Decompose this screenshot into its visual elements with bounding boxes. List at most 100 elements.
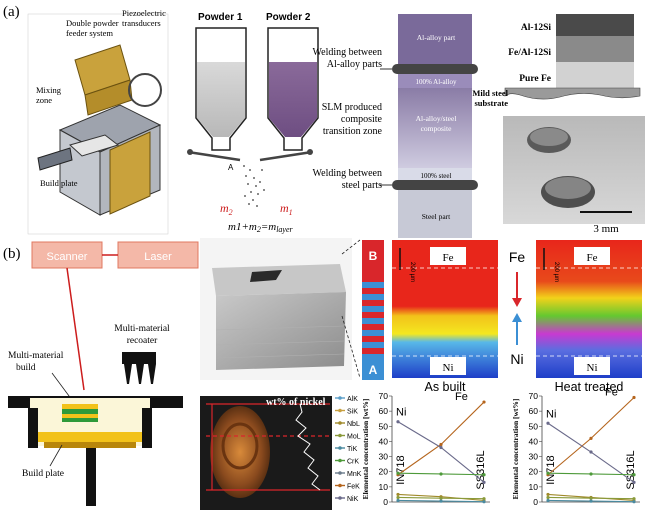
as-built-chart-point [482,400,486,404]
label-mixing-2: zone [36,95,52,105]
as-built-chart-point [439,442,443,447]
heat-treated-chart-series-fe [547,397,635,476]
build-chamber [8,396,183,506]
sample-cube-photo [200,238,352,380]
as-built-chart-point [396,420,400,424]
heat-treated-chart-right-label: SS316L [625,450,637,489]
label-feeder-1: Double powder [66,18,119,28]
concentration-chart-as-built: Elemental concentration [wt%]01020304050… [361,391,490,507]
heat-treated-chart-point [589,499,593,503]
layer-al12si: Al-12Si [521,23,551,33]
hopper-powder-2 [267,27,319,151]
eds-map-heat-treated [536,240,642,378]
heat-treated-chart-point [589,450,593,454]
as-built-title: As built [425,380,467,394]
as-built-chart-ytick: 30 [379,452,389,462]
heat-treated-chart-point [632,497,636,501]
panel-a-label: (a) [3,4,20,20]
as-built-chart-point [482,500,486,504]
as-built-chart-ytick: 0 [383,497,388,507]
heat-treated-chart-ytick: 10 [529,482,539,492]
as-built-chart-point [396,471,400,475]
as-built-chart-fe-label: Fe [455,391,468,403]
as-built-chart-point [396,492,400,497]
legend-item: NbL [347,421,360,428]
as-built-chart-point [482,497,486,501]
as-built-chart-point [439,445,443,450]
recoater [122,352,156,384]
as-built-chart-point [439,496,443,500]
label-mixing-1: Mixing [36,85,62,95]
as-built-chart-point [482,480,486,484]
mm-build-label-2: build [16,363,36,373]
as-built-chart-series-fe [397,401,485,476]
seg-steel-part: Steel part [422,212,451,221]
seg-al-part: Al-alloy part [417,33,456,42]
recoater-label-2: recoater [127,336,158,346]
m2-label: m2 [220,201,233,217]
map-fe-heat-treated: Fe [587,252,598,264]
as-built-chart-ytick: 40 [379,436,389,446]
label-build-plate-a: Build plate [40,178,78,188]
printer-illustration [27,13,169,235]
heat-treated-chart-fe-label: Fe [605,387,618,399]
heat-treated-chart-ytick: 60 [529,406,539,416]
build-plate-b-label: Build plate [22,469,64,479]
as-built-chart-left-label: IN718 [395,455,407,484]
strip-label-a: A [369,363,378,377]
as-built-chart-ytick: 10 [379,482,389,492]
layer-pure-fe: Pure Fe [519,74,551,84]
seg-al-100: 100% Al-alloy [415,78,457,86]
mass-equation: m1+m2=mlayer [228,221,294,234]
powder-1-label: Powder 1 [198,12,243,23]
label-slm-1: SLM produced [322,102,382,113]
label-slm-3: transition zone [323,126,383,137]
arrow-fe-label: Fe [509,249,526,265]
heat-treated-chart-ytick: 70 [529,391,539,401]
as-built-chart-ytick: 70 [379,391,389,401]
laser-beam [66,267,85,391]
as-built-chart-point [396,495,400,500]
arrow-ni-label: Ni [510,351,523,367]
label-weld-al-1: Welding between [313,47,382,58]
heat-treated-chart-point [546,421,550,425]
label-weld-al-2: Al-alloy parts [327,59,382,70]
heat-treated-chart-ytick: 30 [529,452,539,462]
label-transducers-2: transducers [122,18,161,28]
panel-b-label: (b) [3,246,21,262]
concentration-chart-heat-treated: Elemental concentration [wt%]01020304050… [511,387,640,507]
scanner-label: Scanner [47,251,88,263]
powder-stream [187,149,313,207]
ct-nickel-panel [200,396,332,510]
legend-item: MnK [347,471,362,478]
heat-treated-chart-point [589,496,593,500]
sem-photo [503,116,645,224]
powder-2-label: Powder 2 [266,12,311,23]
heat-treated-chart-point [632,480,636,484]
nickel-title: wt% of nickel [266,397,326,408]
as-built-chart-point [439,472,443,476]
legend-item: FeK [347,484,360,491]
heat-treated-chart-point [589,472,593,476]
heat-treated-chart-ytick: 50 [529,421,539,431]
as-built-chart-point [439,499,443,503]
scale-bar-label: 3 mm [593,223,619,235]
map-scale-as-built: 200 µm [409,262,415,282]
layer-fe-al12si: Fe/Al-12Si [508,48,551,58]
heat-treated-chart-point [546,492,550,497]
layer-stack [504,14,641,100]
heat-treated-chart-point [546,471,550,475]
recoater-label-1: Multi-material [114,324,170,334]
layer-strip [362,240,384,380]
seg-composite-2: composite [421,124,452,133]
as-built-chart-point [482,473,486,477]
heat-treated-chart-point [546,495,550,500]
layer-substrate-2: substrate [474,98,508,108]
seg-steel-100: 100% steel [421,172,452,180]
legend-item: MoL [347,434,361,441]
strip-label-b: B [369,249,378,263]
legend-item: NiK [347,496,359,503]
legend-item: AlK [347,396,358,403]
